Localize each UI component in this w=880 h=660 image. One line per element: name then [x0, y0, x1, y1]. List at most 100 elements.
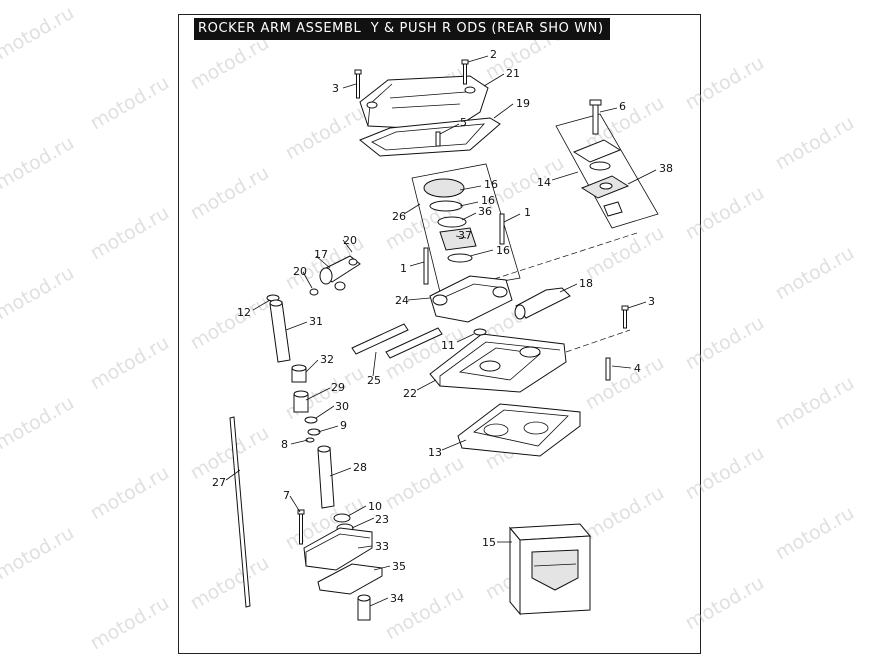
callout-38: 38 [659, 162, 673, 175]
watermark: motod.ru [0, 522, 78, 585]
part-rods-25 [351, 323, 443, 359]
callout-37: 37 [458, 229, 472, 242]
callout-17: 17 [314, 248, 328, 261]
callout-1: 1 [400, 262, 407, 275]
watermark: motod.ru [682, 182, 768, 245]
callout-2: 2 [490, 48, 497, 61]
part-bushing-20b [309, 288, 319, 296]
watermark: motod.ru [87, 72, 173, 135]
watermark: motod.ru [0, 392, 78, 455]
callout-31: 31 [309, 315, 323, 328]
callout-27: 27 [212, 476, 226, 489]
callout-25: 25 [367, 374, 381, 387]
watermark: motod.ru [0, 262, 78, 325]
dashed-line [565, 329, 631, 353]
diagram-title: ROCKER ARM ASSEMBL Y & PUSH R ODS (REAR … [194, 18, 610, 40]
callout-9: 9 [340, 419, 347, 432]
callout-19: 19 [516, 97, 530, 110]
watermark: motod.ru [772, 112, 858, 175]
part-pushrod-tube-28 [317, 445, 335, 509]
part-assembly-box-26 [411, 163, 521, 293]
watermark: motod.ru [582, 482, 668, 545]
part-washer-30 [304, 416, 318, 424]
watermark: motod.ru [87, 462, 173, 525]
leader-lines [225, 55, 657, 607]
watermark: motod.ru [682, 572, 768, 635]
part-rocker-arm-17 [319, 255, 361, 291]
callout-1: 1 [524, 206, 531, 219]
part-lifter-cover-33 [303, 527, 373, 571]
watermark: motod.ru [772, 242, 858, 305]
watermark: motod.ru [682, 52, 768, 115]
watermark: motod.ru [582, 222, 668, 285]
callout-3: 3 [332, 82, 339, 95]
part-bolt-3-top [354, 69, 362, 99]
watermark: motod.ru [187, 292, 273, 355]
watermark: motod.ru [582, 352, 668, 415]
watermark: motod.ru [282, 102, 368, 165]
callout-14: 14 [537, 176, 551, 189]
callout-15: 15 [482, 536, 496, 549]
part-spring-29 [293, 390, 309, 413]
part-rocker-arm-18 [514, 287, 571, 320]
part-bushing-20a [348, 258, 358, 266]
callout-23: 23 [375, 513, 389, 526]
callout-7: 7 [283, 489, 290, 502]
callout-18: 18 [579, 277, 593, 290]
callout-34: 34 [390, 592, 404, 605]
callout-36: 36 [478, 205, 492, 218]
watermark: motod.ru [772, 502, 858, 565]
part-bolt-7 [297, 509, 305, 545]
part-bolt-3-right [621, 305, 629, 329]
callout-3: 3 [648, 295, 655, 308]
callout-21: 21 [506, 67, 520, 80]
callout-16: 16 [484, 178, 498, 191]
callout-11: 11 [441, 339, 455, 352]
callout-13: 13 [428, 446, 442, 459]
part-gasket-35 [317, 563, 383, 595]
watermark: motod.ru [772, 372, 858, 435]
watermark: motod.ru [87, 202, 173, 265]
part-oring-10 [333, 513, 351, 523]
part-clip-8 [305, 437, 315, 443]
callout-16: 16 [481, 194, 495, 207]
callout-10: 10 [368, 500, 382, 513]
watermark: motod.ru [87, 332, 173, 395]
diagram-frame [178, 14, 701, 654]
part-rocker-housing-22 [429, 328, 567, 393]
watermark: motod.ru [187, 422, 273, 485]
callout-labels: 3 2 21 19 5 6 16 16 36 1 14 38 26 37 16 … [212, 48, 673, 605]
callout-22: 22 [403, 387, 417, 400]
callout-20: 20 [343, 234, 357, 247]
watermark: motod.ru [187, 552, 273, 615]
part-rocker-support-24 [423, 247, 513, 323]
callout-35: 35 [392, 560, 406, 573]
callout-4: 4 [634, 362, 641, 375]
callout-5: 5 [460, 116, 467, 129]
watermark: motod.ru [382, 452, 468, 515]
callout-6: 6 [619, 100, 626, 113]
callout-30: 30 [335, 400, 349, 413]
part-breather-14 [555, 99, 659, 229]
callout-29: 29 [331, 381, 345, 394]
callout-26: 26 [392, 210, 406, 223]
callout-16: 16 [496, 244, 510, 257]
callout-33: 33 [375, 540, 389, 553]
watermark: motod.ru [682, 442, 768, 505]
part-pushrod-cover-31 [269, 299, 291, 363]
callout-28: 28 [353, 461, 367, 474]
part-pushrod-27 [229, 416, 251, 608]
watermark: motod.ru [187, 162, 273, 225]
watermark: motod.ru [0, 2, 78, 65]
part-rocker-cover-upper [359, 75, 489, 131]
watermark: motod.ru [187, 32, 273, 95]
part-dowel-5 [435, 131, 441, 147]
part-oring-9 [307, 428, 321, 436]
callout-20: 20 [293, 265, 307, 278]
part-bolt-4 [605, 357, 611, 381]
callout-12: 12 [237, 306, 251, 319]
watermark: motod.ru [0, 132, 78, 195]
callout-32: 32 [320, 353, 334, 366]
callout-8: 8 [281, 438, 288, 451]
